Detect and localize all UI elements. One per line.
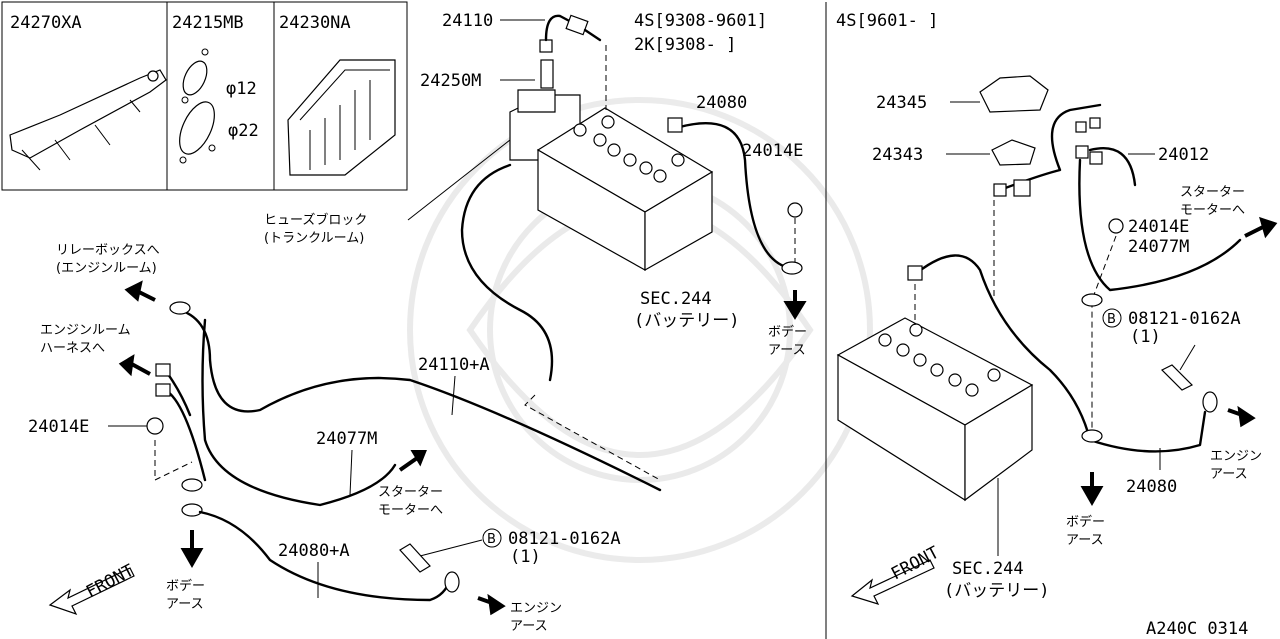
cable-24080-top (674, 122, 792, 270)
cover-24345 (979, 75, 1049, 113)
holder-drawing (287, 59, 396, 176)
engine-earth-right: エンジン (1210, 449, 1262, 464)
inset-part-24270xa: 24270XA (10, 13, 82, 33)
label-24080-top: 24080 (696, 93, 747, 113)
label-24014e-right: 24014E (1128, 217, 1189, 237)
front-label-left: FRONT (83, 561, 138, 603)
engine-earth-right-sub: アース (1210, 467, 1248, 482)
variant-2k-label: 2K[9308- ] (634, 35, 736, 55)
clip-drawings: φ12 φ22 (179, 48, 259, 164)
inset-part-24215mb: 24215MB (172, 13, 244, 33)
bolt-label-left: 08121-0162A (508, 529, 621, 549)
bolt-qty-right: (1) (1130, 327, 1161, 347)
starter-right-sub: モーターへ (1180, 203, 1245, 218)
engine-harness-sub: ハーネスへ (40, 341, 105, 356)
bracket-drawing (9, 69, 167, 171)
battery-left (536, 107, 714, 272)
label-24250m: 24250M (420, 71, 481, 91)
label-24014e-left: 24014E (28, 417, 89, 437)
cable-24077m (201, 318, 397, 507)
label-24343: 24343 (872, 145, 923, 165)
battery-right (836, 317, 1034, 502)
bolt-label-right: 08121-0162A (1128, 309, 1241, 329)
body-earth-top-sub: アース (768, 343, 806, 358)
body-earth-bottom: ボデー (166, 578, 205, 594)
cable-24077m-right (1078, 158, 1242, 292)
label-24077m-left: 24077M (316, 429, 377, 449)
fuse-block-location: (トランクルーム) (264, 231, 364, 246)
front-label-right: FRONT (888, 543, 943, 585)
starter-left: スターター (378, 485, 443, 500)
label-24345: 24345 (876, 93, 927, 113)
cable-24110-a (460, 163, 554, 382)
body-earth-right-sub: アース (1066, 533, 1104, 548)
diameter-22-label: φ22 (228, 121, 259, 141)
bolt-mark-right: B (1107, 312, 1116, 327)
bolt-mark-left: B (487, 532, 496, 547)
front-arrow-left: FRONT (48, 561, 138, 616)
body-earth-bottom-sub: アース (166, 597, 204, 612)
main-harness (178, 308, 662, 492)
front-arrow-right: FRONT (850, 543, 943, 605)
battery-ref-left-sub: (バッテリー) (634, 311, 739, 331)
engine-harness-label: エンジンルーム (40, 323, 131, 338)
variant-4s-label: 4S[9308-9601] (634, 11, 767, 31)
cable-24110 (544, 14, 577, 42)
body-earth-top: ボデー (768, 324, 807, 340)
right-section: 4S[9601- ] 24345 24343 24012 スターター モーターへ… (836, 11, 1278, 605)
inset-part-24230na: 24230NA (279, 13, 351, 33)
battery-ref-left: SEC.244 (640, 289, 712, 309)
battery-ref-right-sub: (バッテリー) (944, 581, 1049, 601)
relay-box-sub: (エンジンルーム) (56, 261, 157, 276)
fuse-block-label: ヒューズブロック (264, 212, 367, 228)
engine-earth-left-sub: アース (510, 619, 548, 634)
body-earth-right: ボデー (1066, 514, 1105, 530)
label-24014e-top: 24014E (742, 141, 803, 161)
label-24110a: 24110+A (418, 355, 490, 375)
parts-inset: 24270XA 24215MB 24230NA φ12 φ22 (1, 1, 408, 191)
starter-left-sub: モーターへ (378, 503, 443, 518)
starter-right: スターター (1180, 185, 1245, 200)
label-24012: 24012 (1158, 145, 1209, 165)
label-24110: 24110 (442, 11, 493, 31)
relay-box-label: リレーボックスへ (56, 243, 160, 258)
diagram-code: A240C 0314 (1146, 619, 1248, 639)
battery-ref-right: SEC.244 (952, 559, 1024, 579)
label-24080a: 24080+A (278, 541, 350, 561)
cable-24080-right (916, 254, 1207, 453)
variant-4s-right: 4S[9601- ] (836, 11, 938, 31)
diameter-12-label: φ12 (226, 79, 257, 99)
left-section: 4S[9308-9601] 2K[9308- ] 24110 24250M 24… (28, 11, 807, 634)
bolt-qty-left: (1) (510, 547, 541, 567)
label-24077m-right: 24077M (1128, 237, 1189, 257)
cable-24080a (198, 510, 452, 602)
terminal-24343 (991, 139, 1036, 166)
engine-earth-left: エンジン (510, 601, 562, 616)
label-24080-right: 24080 (1126, 477, 1177, 497)
